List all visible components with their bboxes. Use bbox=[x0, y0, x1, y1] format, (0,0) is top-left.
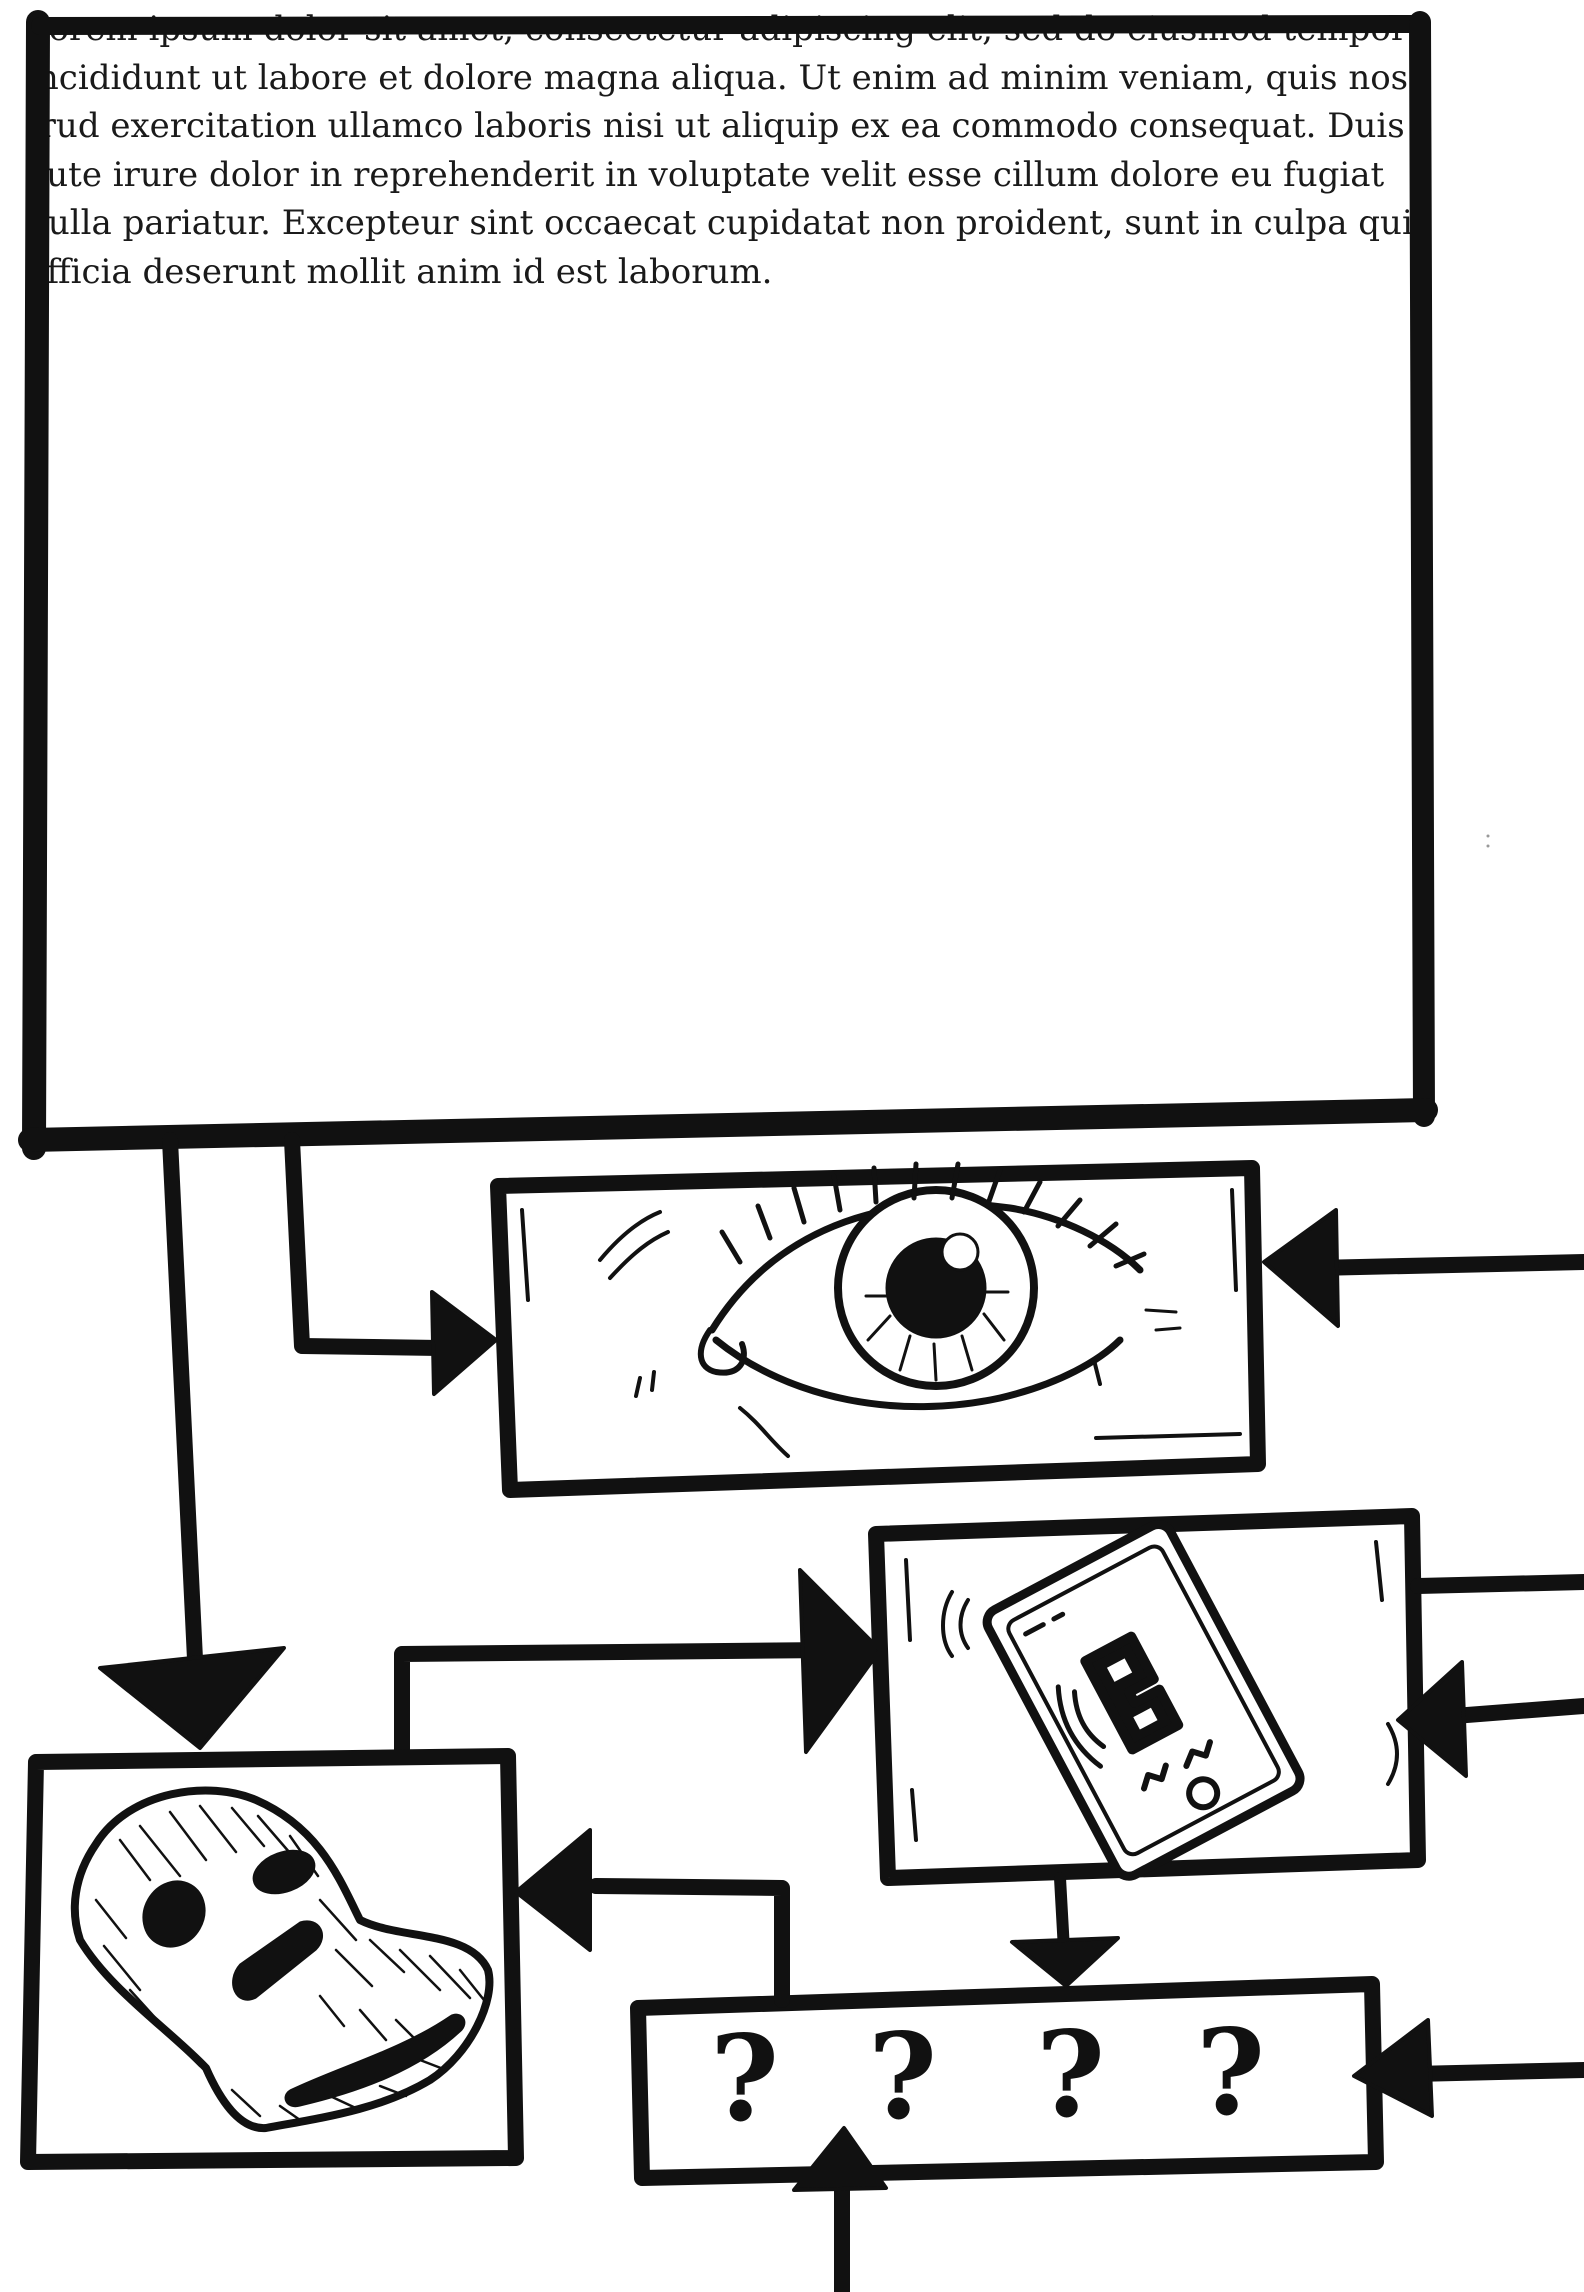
connector-phone-to-question bbox=[1054, 1872, 1070, 1956]
paragraph-line: aute irure dolor in reprehenderit in vol… bbox=[26, 154, 1385, 195]
connector-right-to-eye bbox=[1308, 1254, 1584, 1276]
question-box-frame bbox=[630, 1976, 1384, 2186]
connector-question-to-mask bbox=[588, 1878, 790, 2008]
large-frame-left-edge bbox=[22, 10, 50, 1160]
arrowhead-into-phone bbox=[798, 1568, 882, 1754]
question-mark: ? bbox=[1036, 2005, 1105, 2144]
eye-icon bbox=[598, 1161, 1182, 1458]
eye-box-inner-lines bbox=[520, 1188, 1242, 1440]
arrowhead-into-mask-right bbox=[514, 1828, 592, 1952]
paragraph-line: officia deserunt mollit anim id est labo… bbox=[26, 251, 773, 292]
connector-frame-to-mask bbox=[162, 1132, 204, 1688]
large-frame-top-edge bbox=[31, 15, 1429, 35]
paragraph-line: incididunt ut labore et dolore magna ali… bbox=[26, 57, 1420, 98]
arrowhead-into-question-right bbox=[1352, 2018, 1434, 2118]
arrowhead-into-eye-right bbox=[1262, 1208, 1340, 1328]
connector-phone-right-top bbox=[1410, 1574, 1584, 1594]
connector-right-to-question bbox=[1406, 2062, 1584, 2082]
arrowhead-into-mask bbox=[98, 1646, 286, 1750]
phone-box-inner-lines bbox=[904, 1540, 1384, 1842]
question-marks: ? ? ? ? bbox=[710, 2003, 1265, 2148]
paragraph-line: nulla pariatur. Excepteur sint occaecat … bbox=[26, 203, 1413, 243]
paragraph-text: Lorem ipsum dolor sit amet, consectetur … bbox=[26, 5, 1420, 296]
large-frame bbox=[34, 22, 1424, 1146]
connector-frame-to-eye bbox=[284, 1132, 448, 1356]
question-mark: ? bbox=[710, 2009, 779, 2148]
arrowhead-into-question bbox=[1010, 1936, 1120, 1988]
paragraph-line: trud exercitation ullamco laboris nisi u… bbox=[26, 106, 1405, 146]
connector-phone-right-bottom bbox=[1446, 1698, 1584, 1724]
arrowhead-into-eye bbox=[430, 1290, 498, 1396]
connector-phone-to-mask bbox=[394, 1642, 838, 1768]
arrowhead-into-phone-right bbox=[1396, 1660, 1468, 1778]
stray-marks bbox=[1486, 834, 1490, 848]
large-frame-bottom-edge bbox=[18, 1098, 1438, 1152]
question-mark: ? bbox=[868, 2007, 937, 2146]
large-frame-right-edge bbox=[1409, 11, 1435, 1127]
balaclava-mask-icon bbox=[70, 1786, 494, 2133]
arrowhead-into-question-bottom bbox=[792, 2126, 888, 2192]
question-mark: ? bbox=[1196, 2003, 1265, 2142]
phone-icon bbox=[941, 1519, 1399, 1881]
